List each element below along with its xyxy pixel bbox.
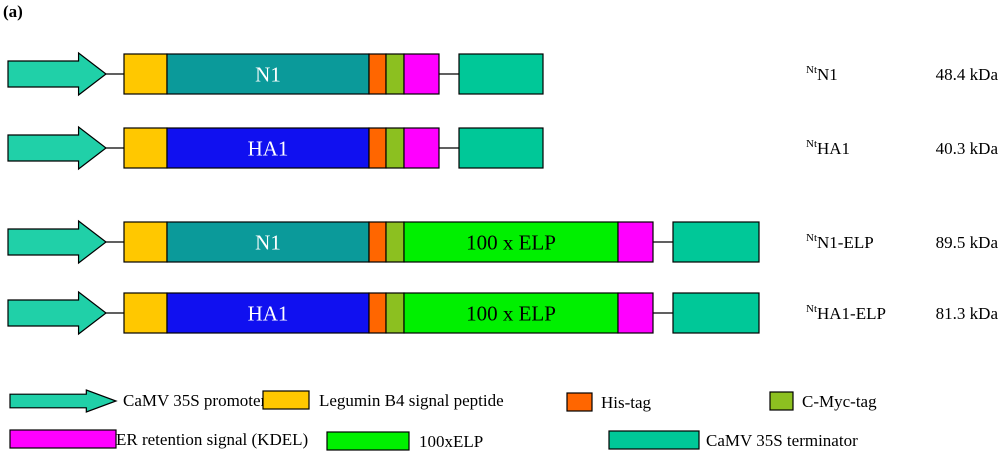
legend-label: His-tag xyxy=(601,393,652,412)
legend-swatch-arrow xyxy=(9,389,118,413)
legend-label: CaMV 35S terminator xyxy=(706,431,858,450)
legend-label: 100xELP xyxy=(419,432,483,451)
construct-name-label: N1-ELP xyxy=(817,233,874,252)
legend-item: His-tag xyxy=(566,392,652,412)
terminator-segment xyxy=(458,53,544,95)
construct-name-label: HA1 xyxy=(817,139,850,158)
his-tag-segment xyxy=(368,53,387,95)
antigen-segment-label: HA1 xyxy=(248,137,289,161)
myc-tag-segment xyxy=(385,292,405,334)
kdel-segment xyxy=(403,53,440,95)
promoter-arrow xyxy=(7,51,107,97)
legend-item: 100xELP xyxy=(326,431,483,451)
legend-label: CaMV 35S promoter xyxy=(123,391,267,410)
legend-label: C-Myc-tag xyxy=(802,392,877,411)
elp-segment-label: 100 x ELP xyxy=(466,302,556,326)
kdel-segment xyxy=(403,127,440,169)
myc-tag-segment xyxy=(385,221,405,263)
construct-name-label: HA1-ELP xyxy=(817,304,886,323)
legend-swatch xyxy=(608,430,700,450)
legumin-segment xyxy=(123,53,168,95)
legend-swatch xyxy=(262,390,310,410)
legend-swatch xyxy=(326,431,410,451)
construct-name: NtHA1 xyxy=(806,138,850,158)
kdel-segment xyxy=(617,292,654,334)
construct-mass: 48.4 kDa xyxy=(936,65,999,84)
construct-mass: 89.5 kDa xyxy=(936,233,999,252)
promoter-arrow xyxy=(7,125,107,171)
antigen-segment xyxy=(166,292,370,334)
kdel-segment xyxy=(617,221,654,263)
legend-label: ER retention signal (KDEL) xyxy=(116,430,308,449)
antigen-segment-label: N1 xyxy=(255,231,281,255)
panel-label: (a) xyxy=(3,2,23,21)
his-tag-segment xyxy=(368,127,387,169)
construct-name-superscript: Nt xyxy=(806,64,817,76)
his-tag-segment xyxy=(368,221,387,263)
legend-item: CaMV 35S terminator xyxy=(608,430,858,450)
legumin-segment xyxy=(123,127,168,169)
antigen-segment xyxy=(166,221,370,263)
construct-name: NtN1-ELP xyxy=(806,232,874,252)
construct-mass: 40.3 kDa xyxy=(936,139,999,158)
legend-swatch xyxy=(769,391,794,411)
legumin-segment xyxy=(123,221,168,263)
construct-name-superscript: Nt xyxy=(806,303,817,315)
legumin-segment xyxy=(123,292,168,334)
legend-item: CaMV 35S promoter xyxy=(9,389,267,413)
antigen-segment-label: N1 xyxy=(255,63,281,87)
elp-segment xyxy=(403,292,619,334)
promoter-arrow xyxy=(7,219,107,265)
antigen-segment-label: HA1 xyxy=(248,302,289,326)
legend-item: ER retention signal (KDEL) xyxy=(9,429,308,449)
myc-tag-segment xyxy=(385,53,405,95)
construct-name-superscript: Nt xyxy=(806,232,817,244)
legend-swatch xyxy=(566,392,593,412)
construct-row: HA1 100 x ELP NtHA1-ELP 81.3 kDa xyxy=(7,290,999,336)
construct-name: NtN1 xyxy=(806,64,838,84)
legend-swatch xyxy=(9,429,117,449)
myc-tag-segment xyxy=(385,127,405,169)
legend-item: Legumin B4 signal peptide xyxy=(262,390,504,410)
elp-segment-label: 100 x ELP xyxy=(466,231,556,255)
construct-row: N1 100 x ELP NtN1-ELP 89.5 kDa xyxy=(7,219,999,265)
elp-segment xyxy=(403,221,619,263)
his-tag-segment xyxy=(368,292,387,334)
terminator-segment xyxy=(672,292,760,334)
promoter-arrow xyxy=(7,290,107,336)
antigen-segment xyxy=(166,127,370,169)
construct-name: NtHA1-ELP xyxy=(806,303,886,323)
legend-label: Legumin B4 signal peptide xyxy=(319,391,504,410)
construct-name-superscript: Nt xyxy=(806,138,817,150)
construct-name-label: N1 xyxy=(817,65,838,84)
terminator-segment xyxy=(458,127,544,169)
legend-item: C-Myc-tag xyxy=(769,391,877,411)
construct-mass: 81.3 kDa xyxy=(936,304,999,323)
terminator-segment xyxy=(672,221,760,263)
legend: CaMV 35S promoter Legumin B4 signal pepti… xyxy=(9,389,877,451)
